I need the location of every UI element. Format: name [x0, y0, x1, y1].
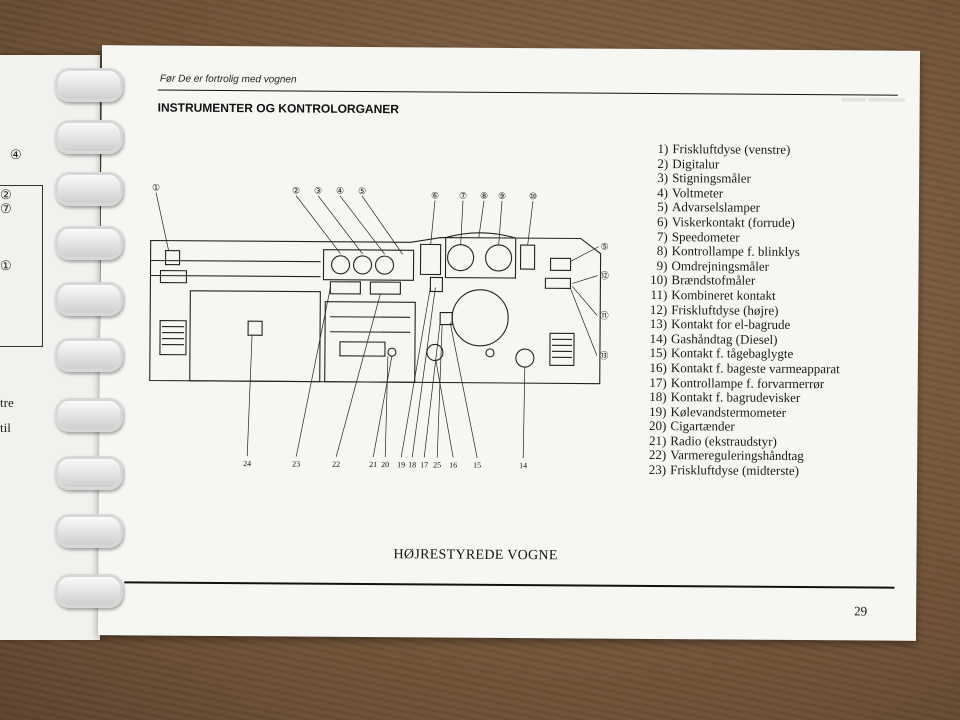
label-22: 22: [332, 460, 340, 469]
label-16: 16: [449, 461, 457, 470]
switch-16: [426, 343, 444, 362]
gauge-3: [352, 255, 373, 275]
legend-item: 19)Kølevandstermometer: [649, 403, 787, 420]
left-fragment: ①: [0, 258, 12, 273]
label-20: 20: [381, 460, 389, 469]
left-page-box: [0, 185, 43, 347]
gauge-2: [330, 255, 351, 275]
gauge-4: [374, 255, 395, 275]
label-21: 21: [369, 460, 377, 469]
page-number: 29: [854, 603, 868, 619]
callout-2: ②: [292, 185, 300, 195]
callout-5: ⑤: [358, 186, 366, 196]
left-fragment: til: [0, 420, 11, 435]
binding-ring: [55, 338, 123, 372]
binding-ring: [55, 68, 123, 102]
header-rule: [157, 89, 898, 96]
radio-slot: [339, 341, 386, 357]
callout-7: ⑦: [459, 191, 467, 201]
callout-4: ④: [336, 186, 344, 196]
legend-item: 1)Friskluftdyse (venstre): [657, 141, 791, 157]
footer-title: HØJRESTYREDE VOGNE: [393, 547, 558, 564]
right-grille-lines: [551, 338, 573, 358]
right-vent-upper: [549, 257, 572, 271]
center-console: [324, 301, 416, 383]
binding-ring: [55, 120, 123, 154]
throttle-knob: [515, 348, 535, 368]
left-grille: [159, 320, 187, 356]
dash-shelf-line: [150, 274, 321, 278]
label-15: 15: [473, 461, 481, 470]
binding-ring: [55, 282, 123, 316]
left-fragment: ②: [0, 187, 12, 202]
label-23: 23: [292, 459, 300, 468]
dash-top-line: [150, 259, 321, 263]
switch-15: [439, 311, 453, 326]
instrument-hood: [444, 232, 517, 279]
right-vent-lower: [544, 277, 572, 289]
vent-6: [419, 243, 442, 276]
glovebox-panel: [189, 290, 321, 383]
dashboard-diagram: ① ② ③ ④ ⑤ ⑥ ⑦ ⑧ ⑨ ⑩ ⑤ ⑫ ⑪ ⑬ 24 23 22 21 …: [149, 183, 609, 470]
left-grille-lines: [161, 326, 185, 346]
callout-right-11: ⑪: [600, 311, 609, 321]
binding-ring: [55, 574, 123, 608]
left-vent-upper: [164, 250, 181, 266]
manual-page: ▬▬ ▬▬▬ Før De er fortrolig med vognen IN…: [97, 45, 921, 641]
footer-rule: [124, 581, 895, 589]
switch-block: [429, 276, 444, 293]
cigar-lighter: [387, 347, 397, 357]
speedometer-gauge: [447, 244, 475, 272]
switch-17: [485, 348, 495, 358]
callout-9: ⑨: [498, 191, 506, 201]
steering-wheel-hub: [451, 289, 509, 347]
label-18: 18: [408, 460, 416, 469]
gauge-cluster-small: [322, 249, 415, 281]
center-vent-left: [329, 281, 361, 295]
label-19: 19: [397, 460, 405, 469]
left-fragment: tre: [0, 395, 14, 410]
bleed-through-text: ▬▬ ▬▬▬: [841, 90, 905, 105]
callout-8: ⑧: [480, 191, 488, 201]
running-header: Før De er fortrolig med vognen: [159, 73, 297, 86]
center-vent-right: [369, 281, 401, 295]
tachometer-gauge: [485, 244, 513, 272]
legend-item: 23)Friskluftdyse (midterste): [648, 462, 800, 479]
binding-ring: [55, 398, 123, 432]
left-vent-lower: [159, 270, 188, 284]
callout-6: ⑥: [431, 190, 439, 200]
binding-ring: [55, 514, 123, 548]
legend-list: 1)Friskluftdyse (venstre) 2)Digitalur 3)…: [639, 141, 841, 479]
label-17: 17: [420, 460, 428, 469]
left-fragment: ⑦: [0, 201, 12, 216]
right-grille: [549, 332, 575, 367]
label-14: 14: [519, 461, 527, 470]
callout-right-12: ⑫: [600, 271, 609, 281]
binding-ring: [55, 226, 123, 260]
left-fragment: ④: [10, 147, 22, 162]
callout-right-5: ⑤: [601, 242, 609, 252]
binding-ring: [55, 172, 123, 206]
callout-10: ⑩: [529, 191, 537, 201]
section-title: INSTRUMENTER OG KONTROLORGANER: [157, 100, 400, 117]
callout-1: ①: [152, 183, 160, 193]
callout-right-13: ⑬: [599, 351, 608, 361]
label-24: 24: [243, 459, 251, 468]
glovebox-latch: [247, 320, 263, 336]
vent-10: [519, 244, 536, 270]
label-25: 25: [433, 460, 441, 469]
legend-item: 3)Stigningsmåler: [657, 170, 751, 186]
binding-ring: [55, 456, 123, 490]
callout-3: ③: [314, 186, 322, 196]
